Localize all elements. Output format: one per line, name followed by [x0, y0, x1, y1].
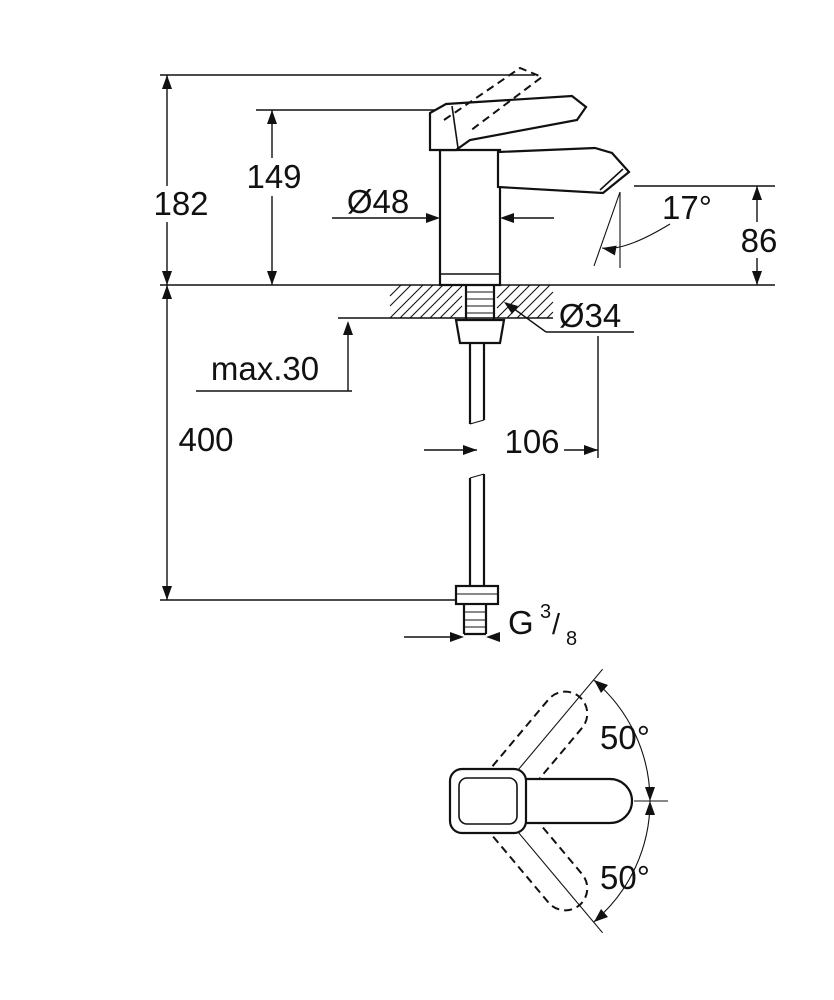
- handle-top-view: 50° 50°: [448, 668, 668, 934]
- faucet-side-view: [428, 66, 671, 636]
- handle-knob-top: [448, 767, 528, 835]
- mounting-shank: [454, 285, 506, 345]
- thread-size-label: G 3 / 8: [508, 601, 577, 650]
- handle-top-height-label: 149: [246, 158, 301, 195]
- handle-lever: [428, 94, 588, 152]
- thread-numerator: 3: [540, 601, 551, 623]
- handle-knob-inner: [458, 777, 518, 825]
- handle-raised-dashed: [443, 66, 545, 132]
- spout-angle-label: 17°: [662, 189, 712, 226]
- hose-thread-tip: [462, 604, 488, 636]
- aerator-line: [599, 168, 624, 191]
- thread-g: G: [508, 604, 534, 641]
- spout-angle-lines: [593, 191, 671, 268]
- supply-hose: [454, 343, 500, 636]
- deck-section-hatching: [389, 284, 554, 319]
- mounting-nut: [454, 318, 506, 345]
- spout-outlet-height-label: 86: [741, 222, 778, 259]
- spout-reach-label: 106: [504, 423, 559, 460]
- faucet-spout: [496, 146, 631, 195]
- handle-swing-upper-label: 50°: [600, 719, 650, 756]
- overall-height-label: 182: [153, 185, 208, 222]
- body-diameter-label: Ø48: [347, 183, 409, 220]
- thread-denominator: 8: [566, 628, 577, 650]
- supply-length-label: 400: [178, 421, 233, 458]
- hose-connector-nut: [454, 584, 500, 606]
- faucet-body: [438, 148, 502, 287]
- dimension-labels: 182 149 Ø48 17° 86 Ø34 max.30 400 106 G …: [153, 158, 777, 650]
- thread-slash: /: [552, 609, 561, 641]
- mounting-hole-diameter-label: Ø34: [559, 297, 621, 334]
- max-deck-thickness-label: max.30: [211, 350, 319, 387]
- handle-swing-lower-label: 50°: [600, 859, 650, 896]
